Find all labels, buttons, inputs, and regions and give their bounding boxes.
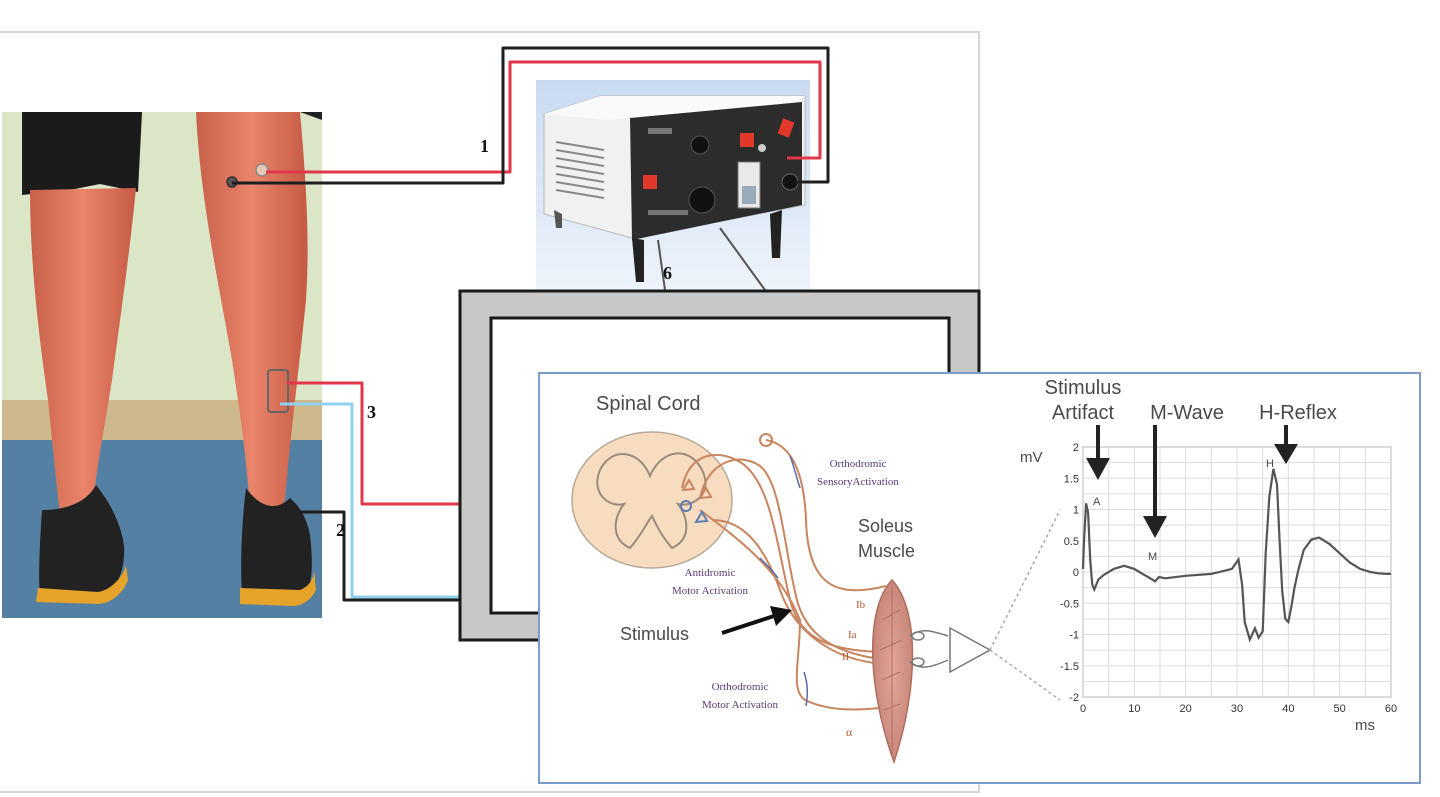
x-tick-label: 50 [1334, 703, 1346, 715]
h-reflex-arrow [1274, 425, 1298, 464]
y-tick-label: -2 [1069, 692, 1079, 704]
point-a-label: A [1093, 496, 1101, 508]
emg-trace-chart: 0 10 20 30 40 50 60 2 1.5 1 0.5 0 -0.5 -1 -1.5 -2 mV ms [1020, 442, 1397, 734]
y-tick-label: 1 [1073, 505, 1079, 517]
m-wave-arrow [1143, 425, 1167, 538]
y-tick-label: 1.5 [1064, 473, 1079, 485]
cable-3-red [287, 381, 460, 506]
x-tick-label: 30 [1231, 703, 1243, 715]
antidromic-motor-line2: Motor Activation [672, 585, 749, 597]
cable-1-black [232, 46, 830, 185]
cable-3-blue [280, 402, 460, 599]
stimulus-artifact-label-line2: Artifact [1052, 402, 1115, 424]
fiber-ib-label: Ib [856, 599, 866, 611]
callout-3: 3 [367, 402, 376, 422]
y-tick-label: -1.5 [1060, 661, 1079, 673]
stimulating-electrode-anode [255, 163, 269, 177]
orthodromic-motor-line2: Motor Activation [702, 699, 779, 711]
h-reflex-label: H-Reflex [1259, 402, 1337, 424]
y-tick-label: -1 [1069, 630, 1079, 642]
amplifier-symbol [909, 509, 1061, 701]
stimulus-annotation: Stimulus [620, 606, 792, 644]
m-wave-label: M-Wave [1150, 402, 1224, 424]
x-tick-label: 20 [1180, 703, 1192, 715]
callout-1: 1 [480, 136, 489, 156]
cables [232, 46, 830, 602]
fiber-ia-label: Ia [848, 629, 857, 641]
point-h-label: H [1266, 458, 1274, 470]
x-tick-label: 10 [1128, 703, 1140, 715]
callout-6: 6 [663, 263, 672, 283]
recording-electrode [267, 369, 289, 413]
y-tick-label: -0.5 [1060, 598, 1079, 610]
cable-1-red [266, 60, 822, 174]
chart-grid [1082, 446, 1392, 698]
orthodromic-sensory-line2: SensoryActivation [817, 476, 899, 488]
h-reflex-diagram-panel: Spinal Cord Soleus Muscle [538, 372, 1421, 784]
y-tick-label: 0.5 [1064, 536, 1079, 548]
soleus-muscle: Soleus Muscle [858, 516, 915, 765]
soleus-label-line2: Muscle [858, 541, 915, 561]
x-tick-label: 60 [1385, 703, 1397, 715]
stimulus-label: Stimulus [620, 624, 689, 644]
soleus-label-line1: Soleus [858, 516, 913, 536]
callout-2: 2 [336, 520, 345, 540]
nerve-fibers [681, 439, 887, 711]
chart-annotations: Stimulus Artifact M-Wave H-Reflex A M H [1045, 377, 1337, 563]
antidromic-motor-line1: Antidromic [685, 567, 736, 579]
orthodromic-motor-line1: Orthodromic [712, 681, 769, 693]
fiber-ii-label: II [842, 651, 850, 663]
chart-tick-labels: 0 10 20 30 40 50 60 2 1.5 1 0.5 0 -0.5 -1 -1.5 -2 [1060, 442, 1397, 715]
stimulator-device [536, 80, 810, 292]
emg-trace-series [1081, 468, 1391, 643]
y-axis-label: mV [1020, 449, 1043, 466]
artifact-arrow [1086, 425, 1110, 480]
leg-photo [2, 112, 322, 618]
orthodromic-sensory-line1: Orthodromic [830, 458, 887, 470]
y-tick-label: 2 [1073, 442, 1079, 454]
stimulus-artifact-label-line1: Stimulus [1045, 377, 1122, 399]
point-m-label: M [1148, 551, 1157, 563]
spinal-cord-label: Spinal Cord [596, 393, 701, 415]
y-tick-label: 0 [1073, 567, 1079, 579]
fiber-alpha-label: α [846, 725, 853, 739]
cable-2-black [300, 510, 460, 602]
x-tick-label: 0 [1080, 703, 1086, 715]
x-axis-label: ms [1355, 717, 1375, 734]
x-tick-label: 40 [1282, 703, 1294, 715]
